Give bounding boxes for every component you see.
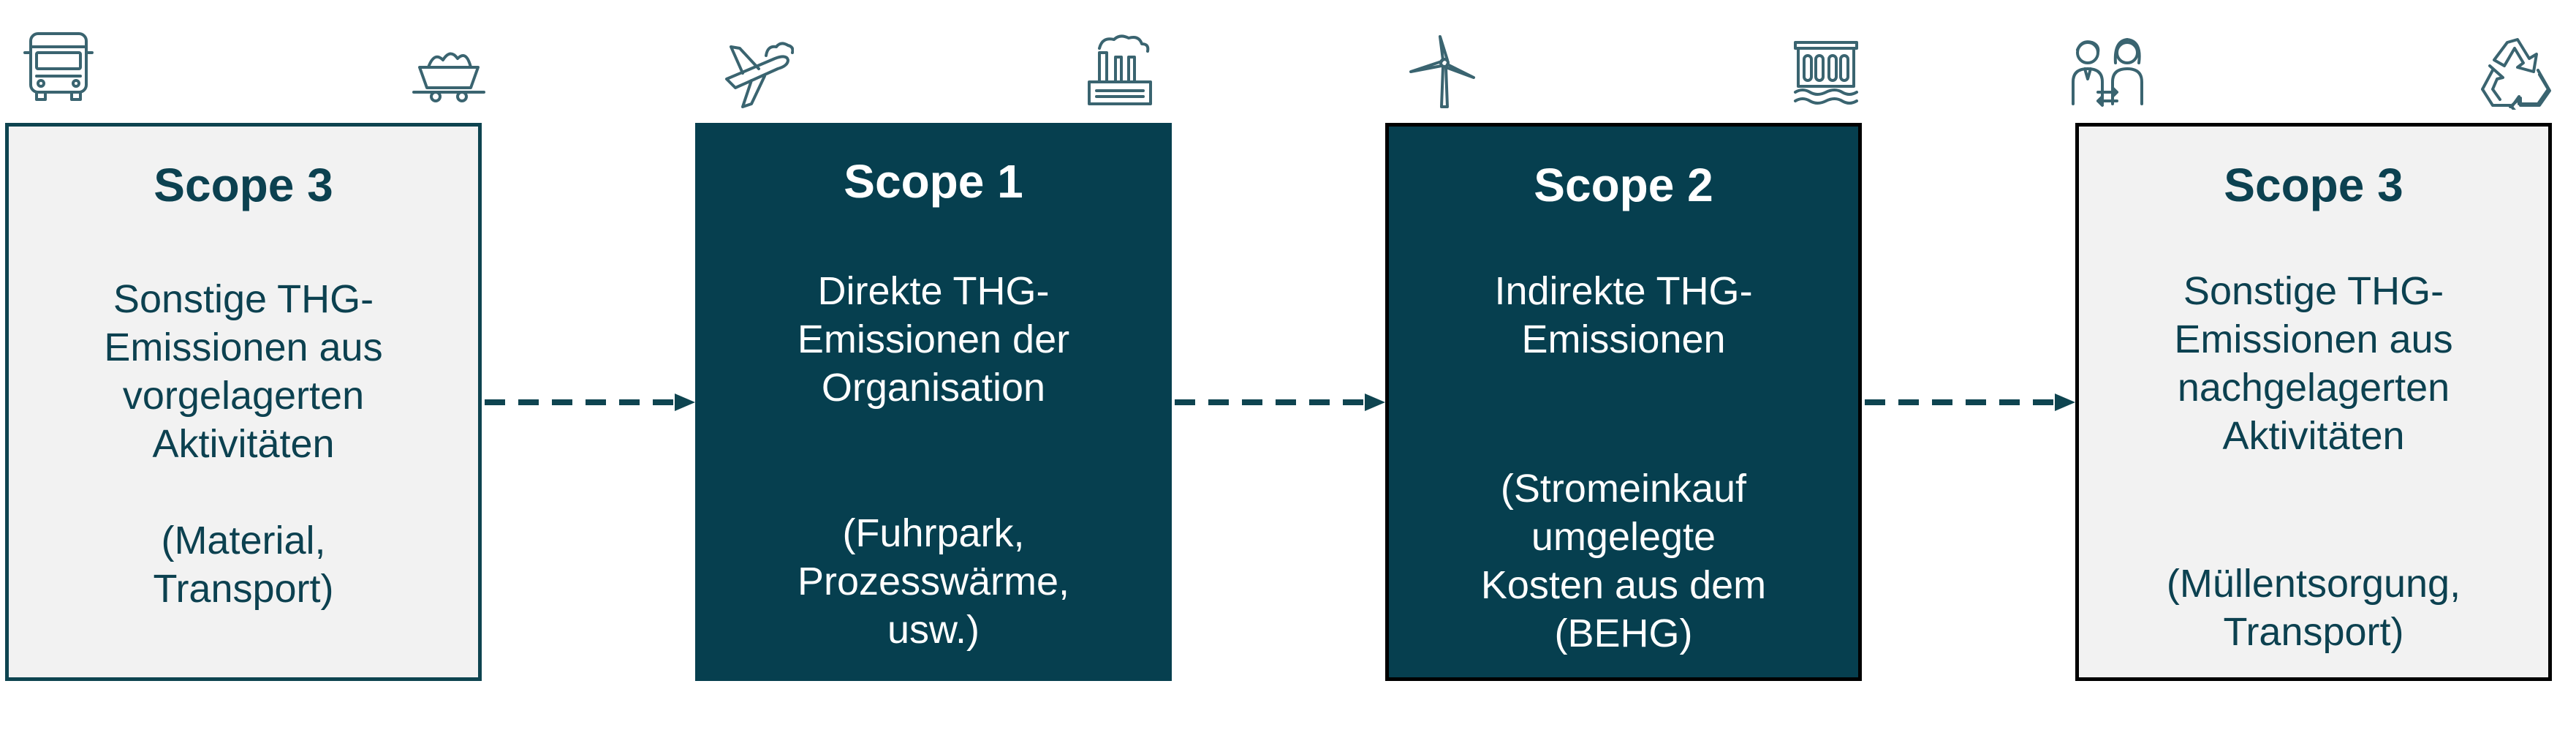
box-description: Sonstige THG- Emissionen aus vorgelagert…	[104, 277, 383, 466]
box-title: Scope 3	[2224, 159, 2403, 211]
flow-arrow	[485, 394, 695, 411]
recycle-icon	[2478, 34, 2554, 110]
scope3-downstream-box: Scope 3 Sonstige THG- Emissionen aus nac…	[2075, 123, 2552, 681]
scope3-upstream-box: Scope 3 Sonstige THG- Emissionen aus vor…	[5, 123, 482, 681]
box-note: (Material, Transport)	[153, 519, 334, 611]
box-note: (Fuhrpark, Prozesswärme, usw.)	[797, 511, 1070, 652]
coal-cart-icon	[412, 42, 485, 104]
flow-arrow	[1865, 394, 2075, 411]
flow-arrow	[1175, 394, 1385, 411]
box-note: (Stromeinkauf umgelegte Kosten aus dem (…	[1480, 467, 1767, 655]
people-exchange-icon	[2069, 34, 2148, 110]
box-description: Sonstige THG- Emissionen aus nachgelager…	[2174, 269, 2453, 458]
box-title: Scope 3	[154, 159, 333, 211]
box-title: Scope 1	[844, 155, 1023, 208]
bus-icon	[22, 28, 95, 104]
power-plant-icon	[1792, 39, 1860, 107]
box-description: Indirekte THG- Emissionen	[1494, 269, 1753, 361]
wind-turbine-icon	[1406, 34, 1480, 110]
factory-icon	[1085, 34, 1155, 110]
scope1-box: Scope 1 Direkte THG- Emissionen der Orga…	[695, 123, 1172, 681]
scope2-box: Scope 2 Indirekte THG- Emissionen (Strom…	[1385, 123, 1862, 681]
box-note: (Müllentsorgung, Transport)	[2166, 562, 2461, 654]
box-description: Direkte THG- Emissionen der Organisation	[797, 269, 1070, 410]
airplane-icon	[721, 37, 794, 113]
box-title: Scope 2	[1534, 159, 1713, 211]
